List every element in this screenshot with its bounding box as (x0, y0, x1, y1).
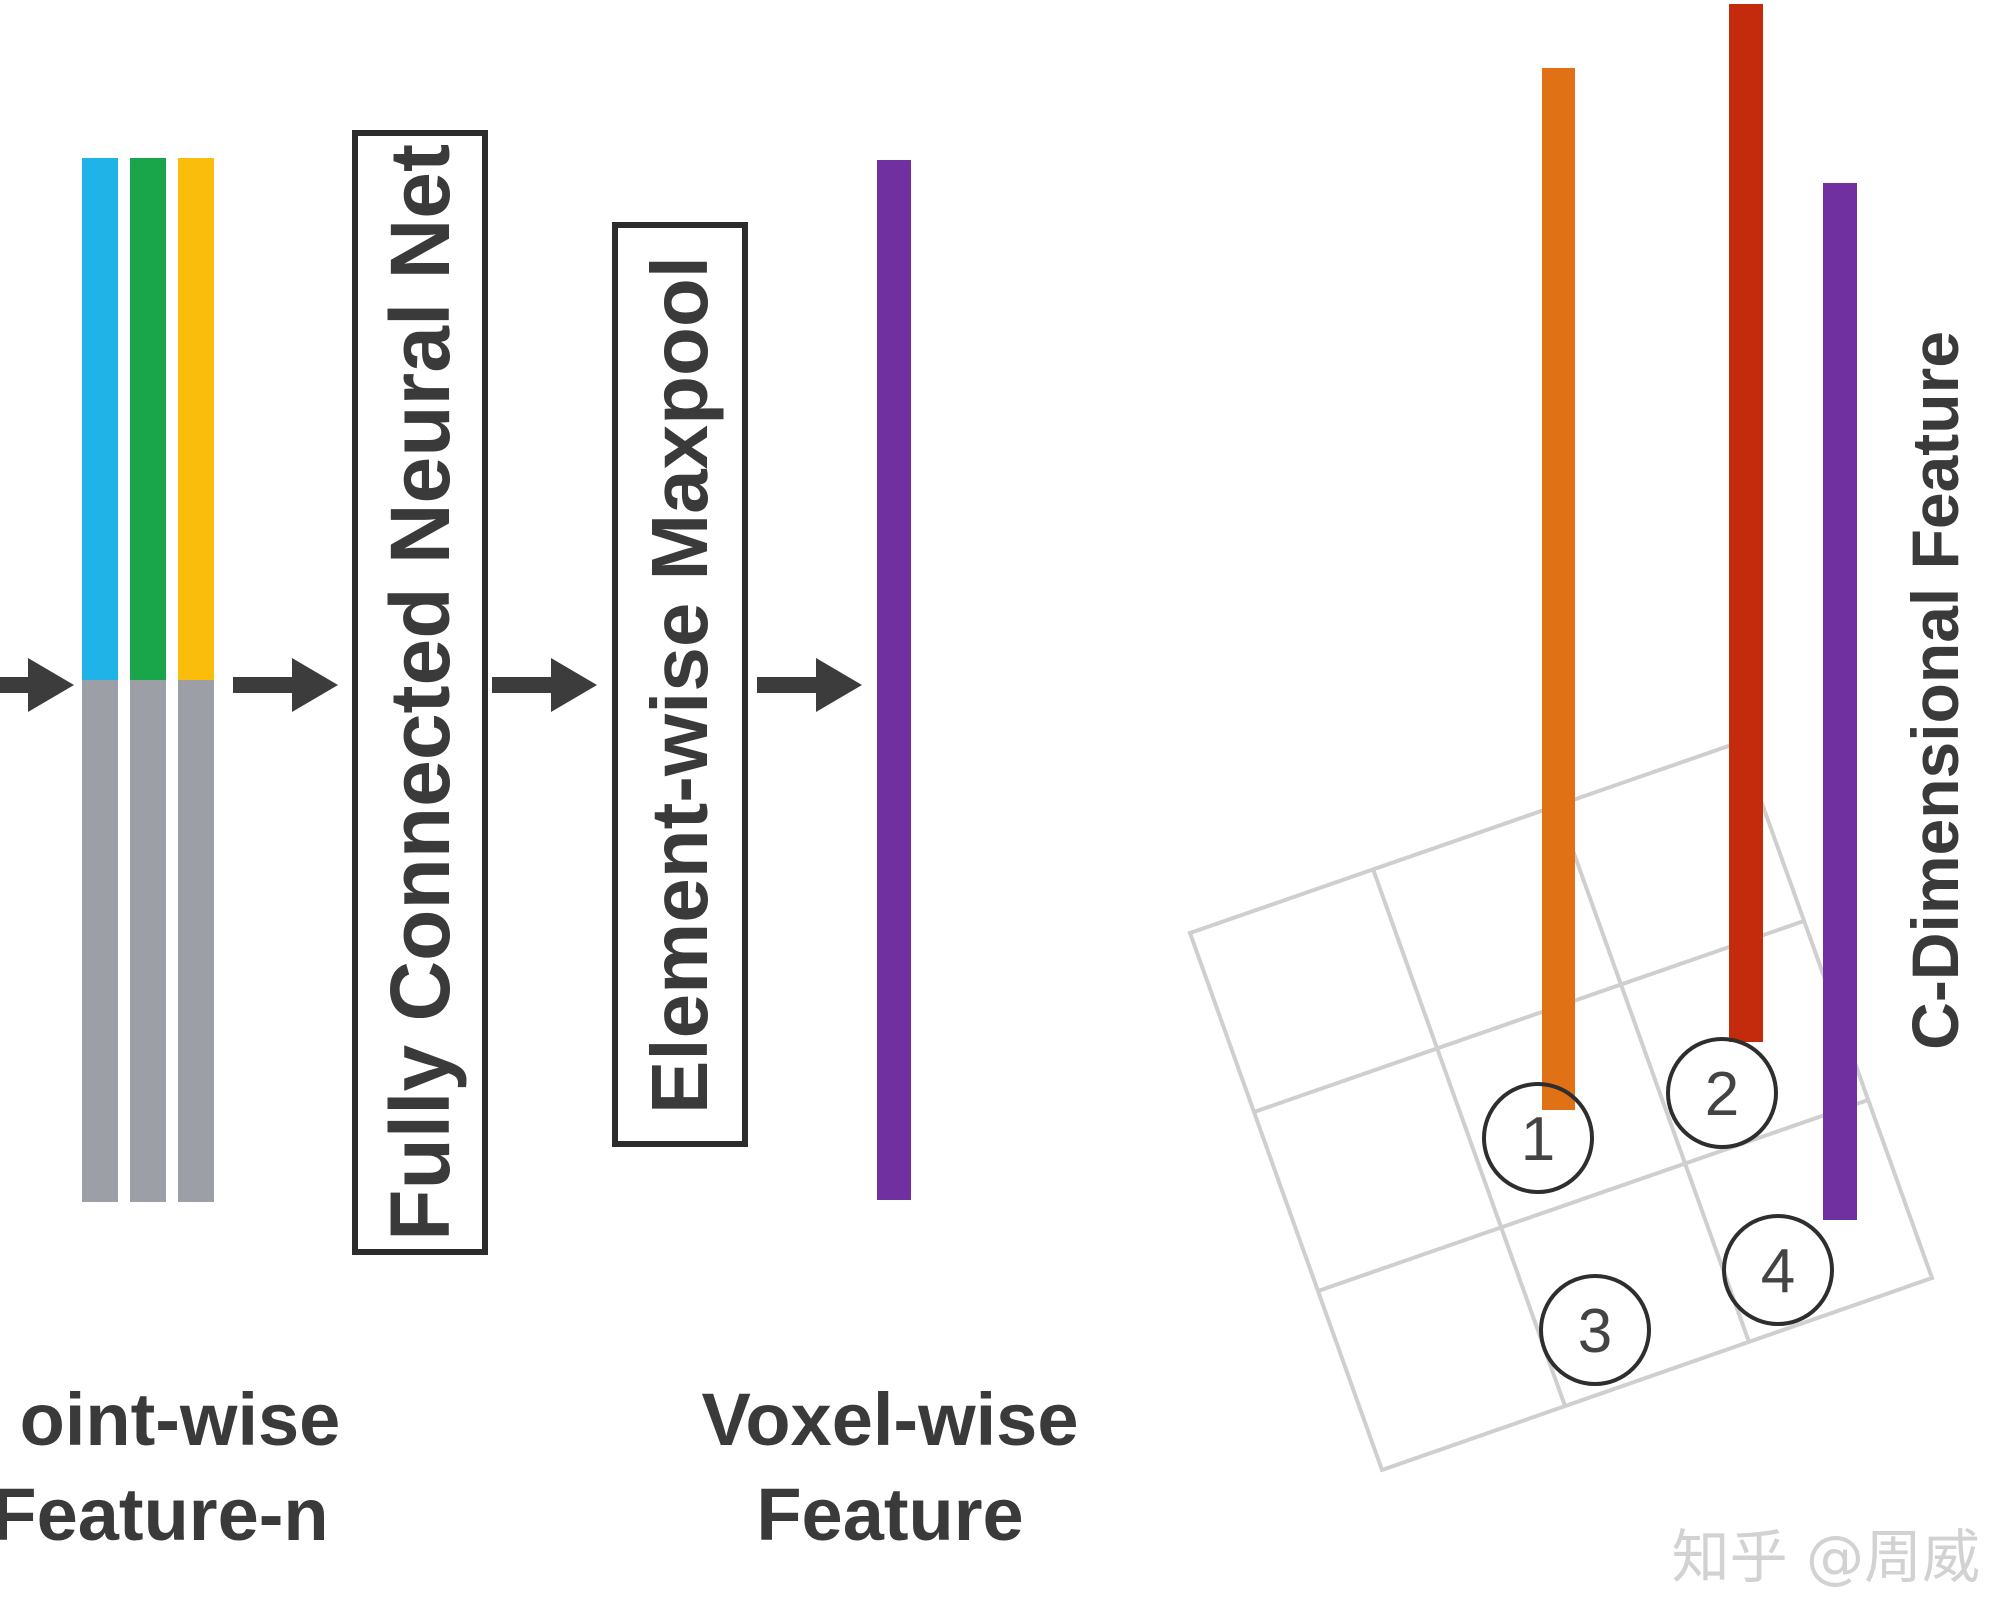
point-label-4: 4 (1761, 1237, 1795, 1306)
voxelwise-label-line1: Voxel-wise (701, 1378, 1079, 1461)
feature-bar-yellow-bottom (178, 680, 214, 1202)
watermark: 知乎 @周威 (1671, 1523, 1980, 1591)
feature-bar-blue-top (82, 158, 118, 680)
pointwise-label-line2: Feature-n (0, 1473, 329, 1556)
c-dimensional-feature-label-wrap: C-Dimensional Feature (1880, 260, 1990, 1120)
feature-bar-yellow-top (178, 158, 214, 680)
point-label-2: 2 (1705, 1060, 1739, 1129)
pointwise-label-line1: oint-wise (19, 1378, 341, 1461)
voxelwise-feature-bar (877, 160, 911, 1200)
point-circle-3: 3 (1539, 1274, 1651, 1386)
feature-bar-green-bottom (130, 680, 166, 1202)
element-wise-maxpool-box: Element-wise Maxpool (612, 222, 748, 1147)
fully-connected-net-box: Fully Connected Neural Net (352, 130, 488, 1255)
feature-bar-green-top (130, 158, 166, 680)
point-circle-2: 2 (1666, 1037, 1778, 1149)
c-dimensional-feature-label: C-Dimensional Feature (1898, 330, 1972, 1050)
feature-bar-orange (1542, 68, 1575, 1110)
feature-bar-red (1729, 4, 1763, 1042)
point-label-3: 3 (1578, 1297, 1612, 1366)
feature-bar-blue-bottom (82, 680, 118, 1202)
point-circle-1: 1 (1482, 1082, 1594, 1194)
voxelwise-label-line2: Feature (756, 1473, 1024, 1556)
feature-bar-purple (1823, 183, 1857, 1220)
point-circle-4: 4 (1722, 1214, 1834, 1326)
point-label-1: 1 (1521, 1105, 1555, 1174)
